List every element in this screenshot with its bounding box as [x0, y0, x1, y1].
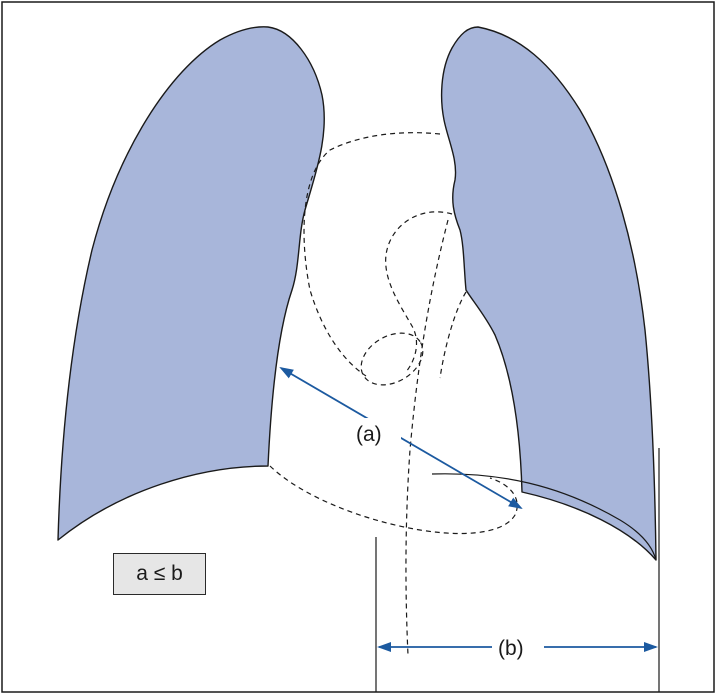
- short-dashed-line: [440, 292, 466, 378]
- heart-lower-outline: [270, 466, 517, 534]
- small-ellipse-outline: [352, 323, 432, 396]
- inner-loop-outline: [386, 212, 452, 372]
- right-lung-shape: [58, 27, 324, 540]
- aortic-arch-outline: [304, 133, 440, 376]
- formula-text: a ≤ b: [136, 562, 183, 586]
- vertical-dashed-line: [406, 220, 448, 655]
- label-b: (b): [498, 637, 524, 660]
- label-a: (a): [356, 423, 382, 446]
- formula-box: a ≤ b: [113, 553, 206, 595]
